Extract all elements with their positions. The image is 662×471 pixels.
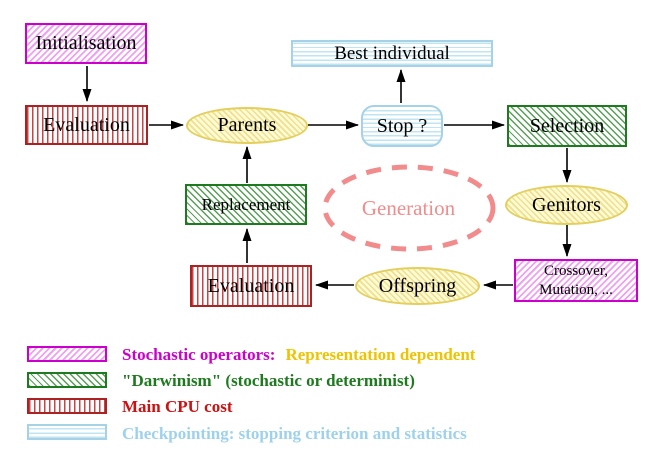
initialisation-label: Initialisation — [35, 32, 137, 54]
evaluation-top-label: Evaluation — [43, 113, 130, 136]
crossover-label-line2: Mutation, ... — [539, 281, 613, 298]
node-selection: Selection — [507, 105, 627, 147]
legend-row-darwinism: "Darwinism" (stochastic or determinist) — [122, 371, 415, 391]
legend-label-checkpointing: Checkpointing: stopping criterion and st… — [122, 424, 467, 443]
node-evaluation-top: Evaluation — [25, 105, 148, 145]
selection-label: Selection — [529, 114, 605, 137]
parents-label: Parents — [217, 114, 277, 136]
node-crossover-mutation: Crossover, Mutation, ... — [514, 259, 638, 302]
genitors-label: Genitors — [532, 193, 601, 216]
legend-row-stochastic-operators: Stochastic operators: Representation depe… — [122, 345, 475, 365]
replacement-label: Replacement — [201, 194, 291, 214]
legend-label-stochastic-operators: Stochastic operators: — [122, 345, 276, 364]
legend-row-main-cpu-cost: Main CPU cost — [122, 397, 232, 417]
node-evaluation-bottom: Evaluation — [190, 265, 312, 307]
legend-swatch-checkpointing — [27, 424, 107, 440]
node-parents: Parents — [186, 107, 308, 144]
node-offspring: Offspring — [355, 267, 480, 305]
best-individual-label: Best individual — [334, 42, 450, 64]
legend-swatch-main-cpu-cost — [27, 398, 107, 414]
legend-swatch-darwinism — [27, 372, 107, 388]
node-generation: Generation — [325, 168, 492, 248]
legend-label-darwinism: "Darwinism" (stochastic or determinist) — [122, 371, 415, 390]
node-initialisation: Initialisation — [25, 23, 147, 64]
legend-label-representation-dependent: Representation dependent — [285, 345, 476, 364]
legend-swatch-stochastic-operators — [27, 346, 107, 362]
crossover-label-line1: Crossover, — [544, 262, 608, 279]
node-best-individual: Best individual — [291, 40, 493, 67]
node-replacement: Replacement — [185, 184, 307, 225]
evaluation-bottom-label: Evaluation — [207, 274, 295, 297]
offspring-label: Offspring — [378, 274, 457, 297]
legend-row-checkpointing: Checkpointing: stopping criterion and st… — [122, 424, 467, 444]
generation-loop-ellipse — [322, 164, 496, 252]
generation-label: Generation — [361, 195, 456, 220]
node-genitors: Genitors — [505, 185, 628, 225]
legend-label-main-cpu-cost: Main CPU cost — [122, 397, 233, 416]
stop-label: Stop ? — [376, 114, 428, 137]
node-stop: Stop ? — [361, 105, 443, 147]
